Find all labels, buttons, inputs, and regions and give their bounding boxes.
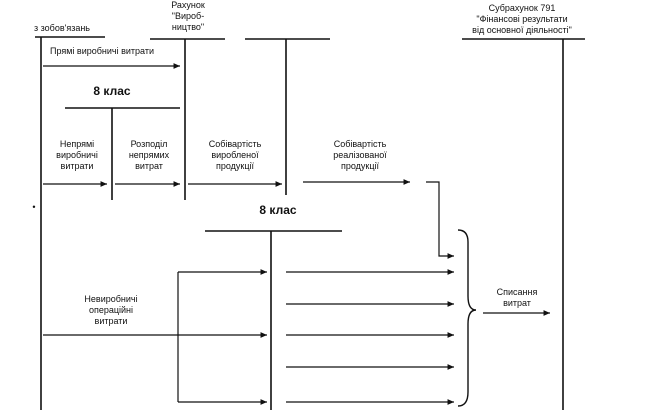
label-cost-produced: Собівартість виробленої продукції (208, 139, 262, 171)
label-nonproduction-costs: Невиробничі операційні витрати (84, 294, 138, 326)
label-write-off: Списання витрат (496, 287, 538, 308)
label-allocation: Розподіл непрямих витрат (128, 139, 170, 171)
header-production-account: Рахунок "Вироб- ництво" (171, 0, 205, 32)
label-direct-costs: Прямі виробничі витрати (50, 46, 154, 56)
arrow-cost-sold-down (426, 181, 454, 259)
grouping-brace (457, 229, 477, 407)
label-cost-sold: Собівартість реалізованої продукції (333, 139, 387, 171)
header-subaccount: Субрахунок 791 "Фінансові результати від… (472, 3, 572, 35)
stray-mark: • (32, 202, 36, 212)
header-liabilities: з зобов'язань (34, 23, 90, 33)
label-class8-top: 8 клас (93, 84, 131, 98)
label-indirect-costs: Непрямі виробничі витрати (56, 139, 98, 171)
label-class8-middle: 8 клас (259, 203, 297, 217)
